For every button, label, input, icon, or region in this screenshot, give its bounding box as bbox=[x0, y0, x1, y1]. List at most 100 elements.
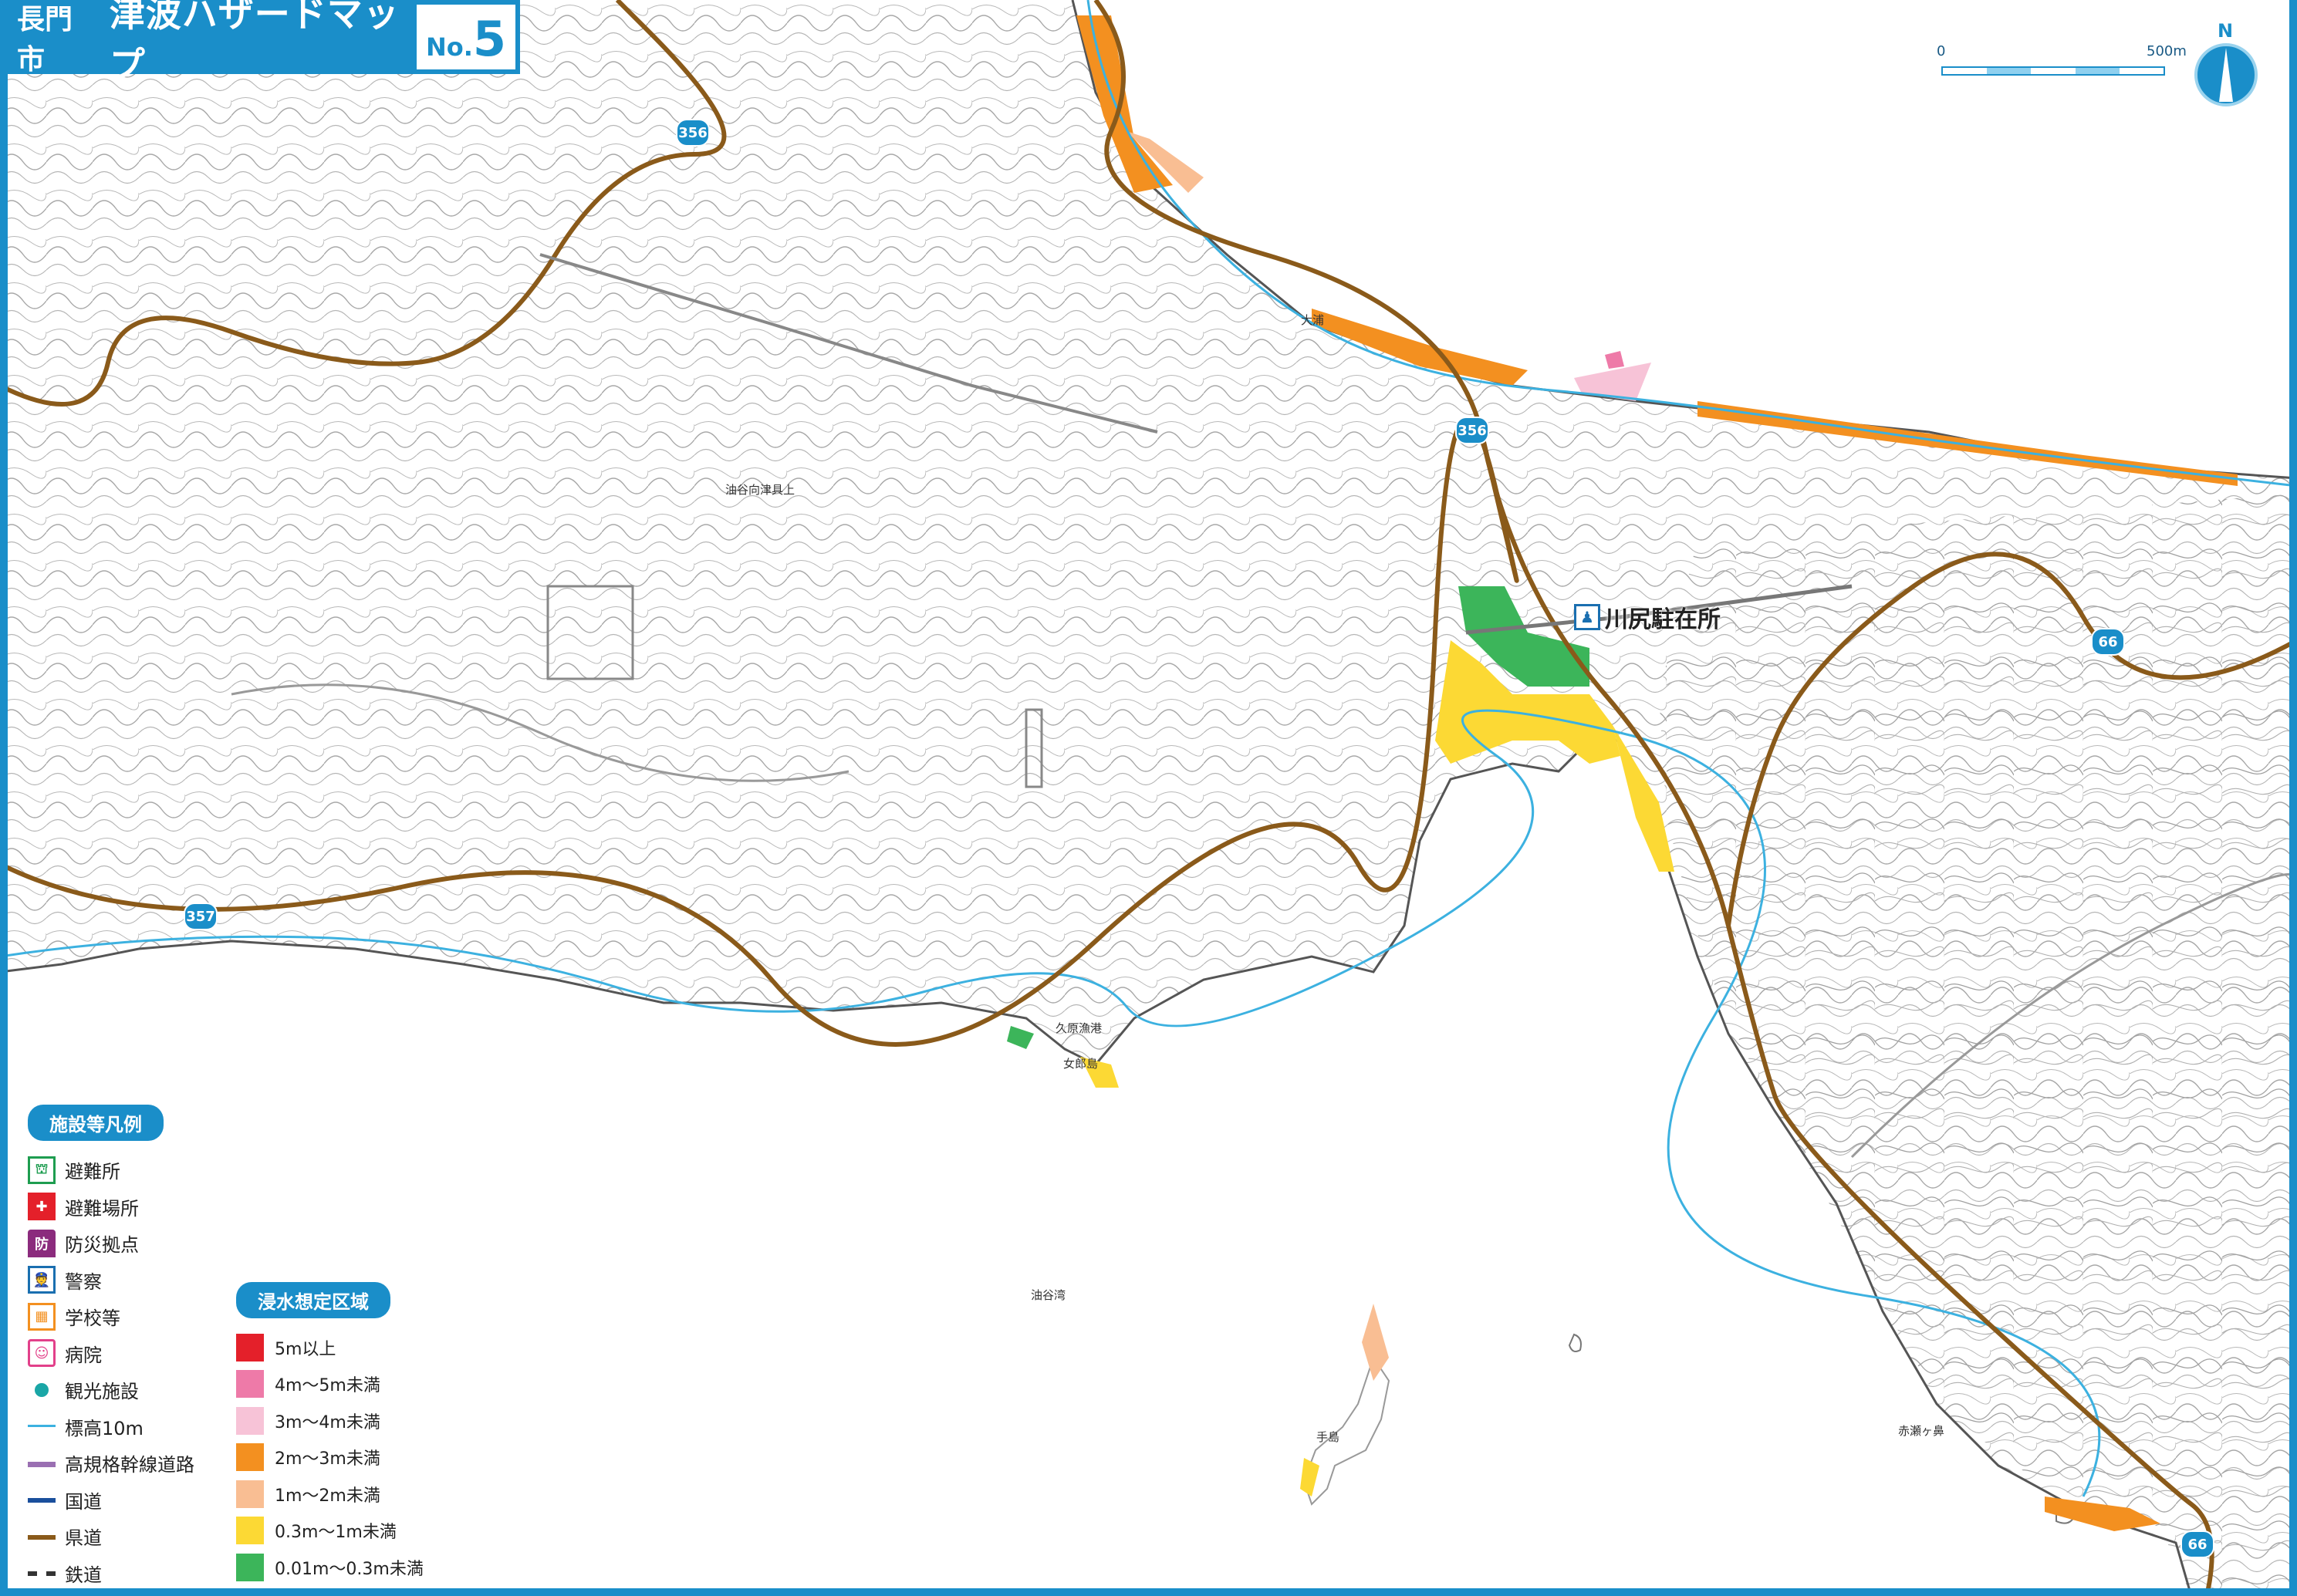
legend-item: ⛫ 避難所 bbox=[28, 1152, 194, 1189]
legend-item: 防 防災拠点 bbox=[28, 1225, 194, 1262]
flood-zone-1-2m bbox=[1127, 131, 1204, 193]
map-number: 5 bbox=[472, 11, 507, 67]
flood-legend-item: 2m〜3m未満 bbox=[236, 1439, 424, 1476]
flood-zone-1-2m bbox=[1362, 1304, 1389, 1381]
minor-road bbox=[1465, 584, 1853, 635]
island-label: 手島 bbox=[1316, 1430, 1340, 1444]
elevation-10m-line bbox=[0, 709, 2101, 1497]
flood-zone-2-3m bbox=[1697, 401, 2238, 486]
flood-legend-label: 1m〜2m未満 bbox=[275, 1486, 380, 1506]
legend-label: 防災拠点 bbox=[65, 1234, 139, 1257]
small-island bbox=[1568, 1333, 1582, 1352]
flood-swatch bbox=[236, 1480, 264, 1508]
legend-label: 避難場所 bbox=[65, 1197, 139, 1220]
legend-item: 標高10m bbox=[28, 1409, 194, 1446]
police-icon: ♟ bbox=[1574, 604, 1600, 630]
coastline bbox=[0, 739, 2193, 1596]
flood-zone-2-3m bbox=[2045, 1496, 2160, 1531]
route-badge-66[interactable]: 66 bbox=[2091, 628, 2125, 656]
legend-label: 県道 bbox=[65, 1527, 102, 1550]
flood-legend-label: 0.01m〜0.3m未満 bbox=[275, 1559, 424, 1579]
flood-swatch bbox=[236, 1370, 264, 1399]
flood-legend-heading: 浸水想定区域 bbox=[236, 1282, 390, 1318]
flood-zone-yellow bbox=[1613, 725, 1674, 872]
flood-legend-label: 3m〜4m未満 bbox=[275, 1412, 380, 1432]
legend-item: 観光施設 bbox=[28, 1372, 194, 1409]
legend-label: 警察 bbox=[65, 1270, 102, 1293]
flood-legend-item: 3m〜4m未満 bbox=[236, 1402, 424, 1439]
flood-swatch bbox=[236, 1517, 264, 1545]
scale-segments bbox=[1941, 66, 2165, 76]
pasture-area bbox=[546, 585, 634, 680]
scale-min-label: 0 bbox=[1937, 43, 1946, 59]
legend-item: 国道 bbox=[28, 1482, 194, 1519]
flood-legend-label: 2m〜3m未満 bbox=[275, 1449, 380, 1469]
legend-label: 高規格幹線道路 bbox=[65, 1454, 194, 1476]
route-badge-356[interactable]: 356 bbox=[1455, 417, 1489, 444]
district-label: 大浦 bbox=[1301, 313, 1325, 327]
legend-item: 高規格幹線道路 bbox=[28, 1445, 194, 1482]
elevation-10m-line bbox=[1086, 0, 2297, 488]
hospital-icon: ☺ bbox=[28, 1339, 56, 1368]
evacuation-site-icon: ✚ bbox=[28, 1193, 56, 1221]
route-badge-356[interactable]: 356 bbox=[676, 119, 710, 147]
facility-legend-heading: 施設等凡例 bbox=[28, 1105, 164, 1141]
prefectural-road bbox=[1726, 552, 2297, 926]
police-station-marker[interactable]: ♟ 川尻駐在所 bbox=[1574, 600, 1721, 634]
legend-item: 県道 bbox=[28, 1518, 194, 1555]
flood-swatch bbox=[236, 1333, 264, 1361]
prefectural-road bbox=[1093, 0, 1484, 433]
national-road-line-icon bbox=[28, 1486, 56, 1513]
district-label: 油谷向津具上 bbox=[725, 483, 796, 497]
legend-item: ☺ 病院 bbox=[28, 1335, 194, 1372]
prefectural-road-line-icon bbox=[28, 1523, 56, 1550]
tourism-icon bbox=[28, 1376, 56, 1404]
flood-legend-item: 0.3m〜1m未満 bbox=[236, 1513, 424, 1550]
prefectural-road bbox=[0, 0, 727, 407]
flood-zone-3-4m bbox=[1574, 363, 1651, 401]
scale-bar: 0 500m bbox=[1937, 43, 2187, 76]
map-number-badge: No. 5 bbox=[417, 0, 520, 74]
flood-swatch bbox=[236, 1553, 264, 1581]
fishing-port-label: 久原漁港 bbox=[1056, 1021, 1103, 1035]
flood-zone-2-3m bbox=[1312, 309, 1528, 386]
north-arrow: N bbox=[2191, 20, 2261, 113]
legend-label: 観光施設 bbox=[65, 1381, 139, 1403]
compass-north-label: N bbox=[2218, 20, 2234, 42]
police-icon: 👮 bbox=[28, 1266, 56, 1294]
flood-legend-label: 4m〜5m未満 bbox=[275, 1376, 380, 1396]
facility-legend: 施設等凡例 ⛫ 避難所 ✚ 避難場所 防 防災拠点 👮 警察 ▦ 学校等 ☺ 病… bbox=[28, 1105, 194, 1591]
legend-item: ▦ 学校等 bbox=[28, 1298, 194, 1335]
flood-legend-item: 0.01m〜0.3m未満 bbox=[236, 1549, 424, 1586]
disaster-base-icon: 防 bbox=[28, 1229, 56, 1257]
legend-label: 病院 bbox=[65, 1344, 102, 1366]
flood-zone-4-5m bbox=[1605, 351, 1624, 369]
cape-label: 赤瀬ヶ鼻 bbox=[1898, 1424, 1945, 1438]
school-icon: ▦ bbox=[28, 1302, 56, 1331]
flood-legend-item: 1m〜2m未満 bbox=[236, 1476, 424, 1513]
scale-max-label: 500m bbox=[2147, 43, 2187, 59]
police-station-label: 川尻駐在所 bbox=[1605, 606, 1721, 633]
flood-zone-green bbox=[1458, 586, 1589, 687]
legend-label: 標高10m bbox=[65, 1417, 144, 1439]
title-bar: 長門市 津波ハザードマップ bbox=[0, 0, 417, 86]
bay-label: 油谷湾 bbox=[1031, 1288, 1066, 1302]
prefectural-road bbox=[1479, 431, 2214, 1596]
flood-legend: 浸水想定区域 5m以上 4m〜5m未満 3m〜4m未満 2m〜3m未満 1m〜2… bbox=[236, 1282, 424, 1586]
route-badge-66[interactable]: 66 bbox=[2180, 1530, 2214, 1558]
flood-legend-label: 5m以上 bbox=[275, 1339, 336, 1359]
minor-road bbox=[1850, 872, 2297, 1159]
flood-zone-yellow bbox=[1435, 640, 1620, 764]
compass-needle-icon bbox=[2219, 48, 2233, 102]
flood-zone-yellow bbox=[1080, 1057, 1119, 1088]
legend-label: 避難所 bbox=[65, 1161, 120, 1183]
route-badge-357[interactable]: 357 bbox=[184, 903, 218, 930]
teshima-island bbox=[1302, 1355, 1390, 1506]
legend-item: 👮 警察 bbox=[28, 1262, 194, 1299]
railway-line-icon bbox=[28, 1559, 56, 1587]
flood-swatch bbox=[236, 1406, 264, 1435]
legend-label: 鉄道 bbox=[65, 1564, 102, 1586]
flood-zone-green bbox=[1007, 1026, 1034, 1049]
